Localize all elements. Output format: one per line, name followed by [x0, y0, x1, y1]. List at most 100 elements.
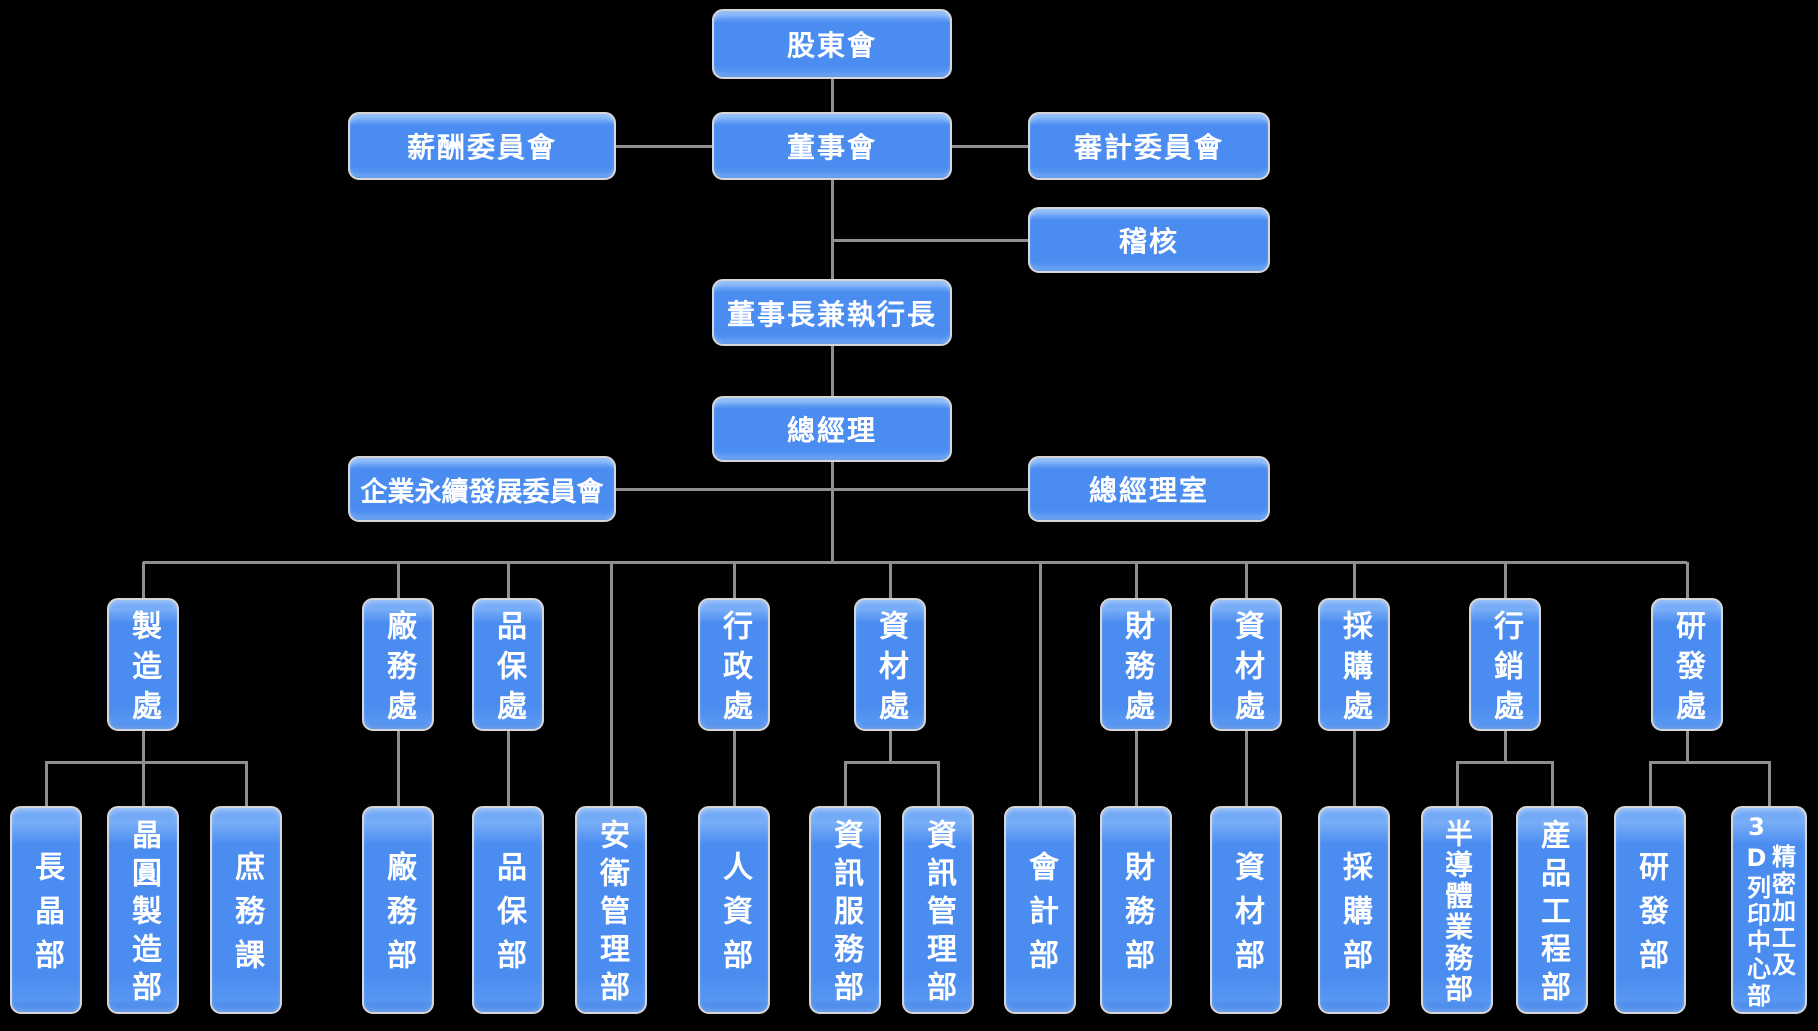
connector-materials1-split [889, 731, 892, 762]
connector-marketing-split [1504, 731, 1507, 762]
node-dept-finance: 財務部 [1100, 806, 1172, 1014]
connector-split-generalaffairs [245, 762, 248, 806]
node-audit-committee: 審計委員會 [1028, 112, 1270, 180]
connector-stub-qa [507, 562, 510, 598]
node-label: 品保處 [491, 609, 526, 730]
node-division-finance: 財務處 [1100, 598, 1172, 731]
connector-committees-row [616, 488, 1028, 491]
node-label: 庶務課 [229, 851, 264, 983]
connector-stub-finance [1135, 562, 1138, 598]
node-label: 半導體業務部 [1441, 818, 1474, 1005]
node-board-of-directors: 董事會 [712, 112, 952, 180]
node-internal-audit: 稽核 [1028, 207, 1270, 273]
node-dept-accounting: 會計部 [1004, 806, 1076, 1014]
connector-rnd-split [1686, 731, 1689, 762]
connector-split-productengineering [1551, 762, 1554, 806]
node-division-marketing: 行銷處 [1469, 598, 1541, 731]
node-label: 薪酬委員會 [406, 131, 557, 164]
connector-stub-rnd [1686, 562, 1689, 598]
connector-stub-materials1 [889, 562, 892, 598]
connector-stub-materials2 [1245, 562, 1248, 598]
node-label: 研發處 [1670, 609, 1705, 730]
connector-gm-mainbranch [831, 462, 834, 562]
connector-chairman-gm [831, 346, 834, 396]
node-label: 會計部 [1023, 851, 1058, 983]
node-label: 資材部 [1229, 851, 1264, 983]
node-label: 審計委員會 [1073, 131, 1224, 164]
connector-branch-safety [610, 562, 613, 806]
node-chairman-ceo: 董事長兼執行長 [712, 279, 952, 346]
node-dept-quality-assurance: 品保部 [472, 806, 544, 1014]
connector-board-chairman [831, 180, 834, 279]
node-dept-precision-3dprint-center: 精密加工及 3D列印中心部 [1731, 806, 1807, 1014]
node-label: 總經理 [786, 414, 877, 447]
node-dept-facility: 廠務部 [362, 806, 434, 1014]
node-label: 廠務部 [381, 851, 416, 983]
node-label: 行政處 [717, 609, 752, 730]
node-division-rnd: 研發處 [1651, 598, 1723, 731]
node-label: 企業永續發展委員會 [360, 476, 604, 508]
node-label: 産品工程部 [1535, 819, 1570, 1009]
node-dept-crystal-growth: 長晶部 [10, 806, 82, 1014]
node-dept-wafer-manufacturing: 晶圓製造部 [107, 806, 179, 1014]
connector-split-itservice [844, 762, 847, 806]
node-label: 品保部 [491, 851, 526, 983]
node-label: 安衛管理部 [594, 819, 629, 1009]
node-label: 資訊管理部 [921, 819, 956, 1009]
connector-split-semiconductor [1456, 762, 1459, 806]
connector-admin-hr [733, 731, 736, 806]
connector-split-precision [1768, 762, 1771, 806]
node-label: 資訊服務部 [828, 819, 863, 1009]
node-division-administration: 行政處 [698, 598, 770, 731]
node-dept-it-services: 資訊服務部 [809, 806, 881, 1014]
connector-split-rnd [1649, 761, 1771, 764]
node-general-manager: 總經理 [712, 396, 952, 462]
node-label: 財務部 [1119, 851, 1154, 983]
connector-split-crystal [45, 762, 48, 806]
node-dept-materials: 資材部 [1210, 806, 1282, 1014]
connector-compensation-board [616, 145, 712, 148]
node-division-materials-2: 資材處 [1210, 598, 1282, 731]
connector-split-manufacturing [45, 761, 248, 764]
node-label: 董事會 [786, 131, 877, 164]
node-label: 資材處 [873, 609, 908, 730]
node-division-manufacturing: 製造處 [107, 598, 179, 731]
node-label: 製造處 [126, 609, 161, 730]
connector-materials2-dept [1245, 731, 1248, 806]
node-division-procurement: 採購處 [1318, 598, 1390, 731]
node-label: 總經理室 [1088, 474, 1209, 507]
connector-stub-admin [733, 562, 736, 598]
connector-split-materials1 [844, 761, 940, 764]
node-label: 資材處 [1229, 609, 1264, 730]
node-dept-human-resources: 人資部 [698, 806, 770, 1014]
connector-facility-dept [397, 731, 400, 806]
connector-main-branch [143, 561, 1687, 564]
connector-stub-procurement [1353, 562, 1356, 598]
connector-shareholders-board [831, 79, 834, 112]
node-dept-safety-management: 安衛管理部 [575, 806, 647, 1014]
node-label: 行銷處 [1488, 609, 1523, 730]
node-dept-procurement: 採購部 [1318, 806, 1390, 1014]
connector-finance-dept [1135, 731, 1138, 806]
node-gm-office: 總經理室 [1028, 456, 1270, 522]
connector-manufacturing-wafer [142, 731, 145, 806]
node-dept-rnd: 研發部 [1614, 806, 1686, 1014]
node-label: 稽核 [1118, 225, 1179, 258]
connector-stub-marketing [1504, 562, 1507, 598]
node-sustainability-committee: 企業永續發展委員會 [348, 456, 616, 522]
connector-board-auditcommittee [952, 145, 1028, 148]
node-dept-it-management: 資訊管理部 [902, 806, 974, 1014]
connector-split-rnddept [1649, 762, 1652, 806]
node-dept-product-engineering: 産品工程部 [1516, 806, 1588, 1014]
node-label: 研發部 [1633, 851, 1668, 983]
node-label: 股東會 [786, 29, 877, 62]
connector-trunk-internal-audit [832, 239, 1028, 242]
connector-qa-dept [507, 731, 510, 806]
node-label: 採購處 [1337, 609, 1372, 730]
node-dept-general-affairs: 庶務課 [210, 806, 282, 1014]
connector-stub-manufacturing [142, 562, 145, 598]
node-shareholders-meeting: 股東會 [712, 9, 952, 79]
node-compensation-committee: 薪酬委員會 [348, 112, 616, 180]
connector-branch-accounting [1039, 562, 1042, 806]
